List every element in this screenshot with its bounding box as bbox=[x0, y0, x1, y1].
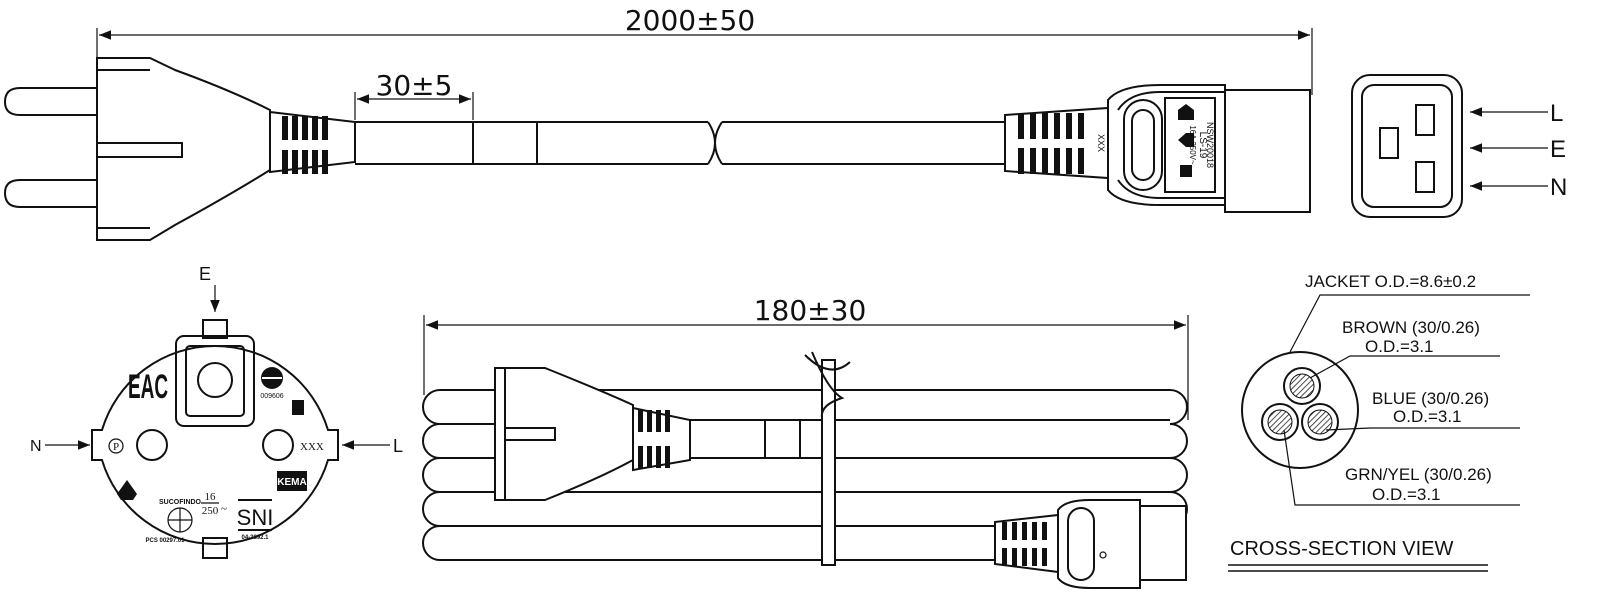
coil-length-label: 180±30 bbox=[754, 294, 867, 327]
sucofindo-mark: SUCOFINDO bbox=[159, 499, 202, 506]
connector-approval: NSW20018 bbox=[1205, 122, 1215, 168]
brown-od-label: O.D.=3.1 bbox=[1365, 337, 1434, 356]
coil-length-dimension: 180±30 bbox=[423, 294, 1189, 420]
rating-volts: 250 bbox=[202, 505, 219, 517]
p-mark: P bbox=[113, 441, 119, 453]
jacket-od-label: JACKET O.D.=8.6±0.2 bbox=[1305, 272, 1476, 291]
kc-mark bbox=[292, 400, 304, 415]
rating-amps: 16 bbox=[205, 491, 217, 503]
blue-od-label: O.D.=3.1 bbox=[1393, 407, 1462, 426]
sni-number: 04-3892.1 bbox=[241, 535, 269, 541]
cross-section-title: CROSS-SECTION VIEW bbox=[1230, 538, 1453, 560]
face-label-n: N bbox=[30, 438, 42, 455]
connector-rating: 16A 250V~ bbox=[1188, 125, 1197, 165]
schuko-plug-side-view bbox=[3, 57, 356, 241]
connector-model: LS-19 bbox=[1197, 132, 1208, 159]
strip-length-dimension: 30±5 bbox=[354, 69, 474, 120]
coiled-cord bbox=[422, 351, 1188, 589]
grnyel-label: GRN/YEL (30/0.26) bbox=[1345, 465, 1492, 484]
triangle-cert-mark bbox=[117, 480, 137, 500]
c19-socket-face: L E N bbox=[1351, 74, 1567, 218]
xxx-mark: XXX bbox=[300, 441, 324, 453]
eac-mark: EAC bbox=[128, 368, 168, 406]
cross-section-view: JACKET O.D.=8.6±0.2 BROWN (30/0.26) O.D.… bbox=[1228, 272, 1530, 572]
pcs-number: PCS 00297.01 bbox=[145, 538, 185, 544]
cert-number: 009606 bbox=[260, 393, 283, 400]
pin-label-n: N bbox=[1550, 174, 1567, 201]
face-label-l: L bbox=[393, 436, 403, 456]
blue-label: BLUE (30/0.26) bbox=[1372, 389, 1489, 408]
c19-connector-side-view: XXX LS-19 16A 250V~ NSW20018 bbox=[1004, 84, 1311, 213]
pin-label-l: L bbox=[1550, 100, 1563, 127]
rating-ac-symbol: ~ bbox=[221, 503, 227, 515]
face-label-e: E bbox=[199, 264, 211, 284]
grnyel-od-label: O.D.=3.1 bbox=[1372, 485, 1441, 504]
sni-mark: SNI bbox=[237, 505, 274, 530]
connector-code: XXX bbox=[1096, 134, 1106, 152]
pin-label-e: E bbox=[1550, 136, 1566, 163]
total-length-label: 2000±50 bbox=[625, 4, 755, 37]
kema-mark: KEMA bbox=[277, 477, 306, 488]
brown-label: BROWN (30/0.26) bbox=[1342, 318, 1480, 337]
strip-length-label: 30±5 bbox=[376, 69, 453, 102]
cable bbox=[355, 121, 1005, 165]
total-length-dimension: 2000±50 bbox=[96, 4, 1313, 95]
schuko-plug-face: E N L EAC 009606 P XXX KEMA SUCOFINDO PC… bbox=[30, 264, 403, 559]
